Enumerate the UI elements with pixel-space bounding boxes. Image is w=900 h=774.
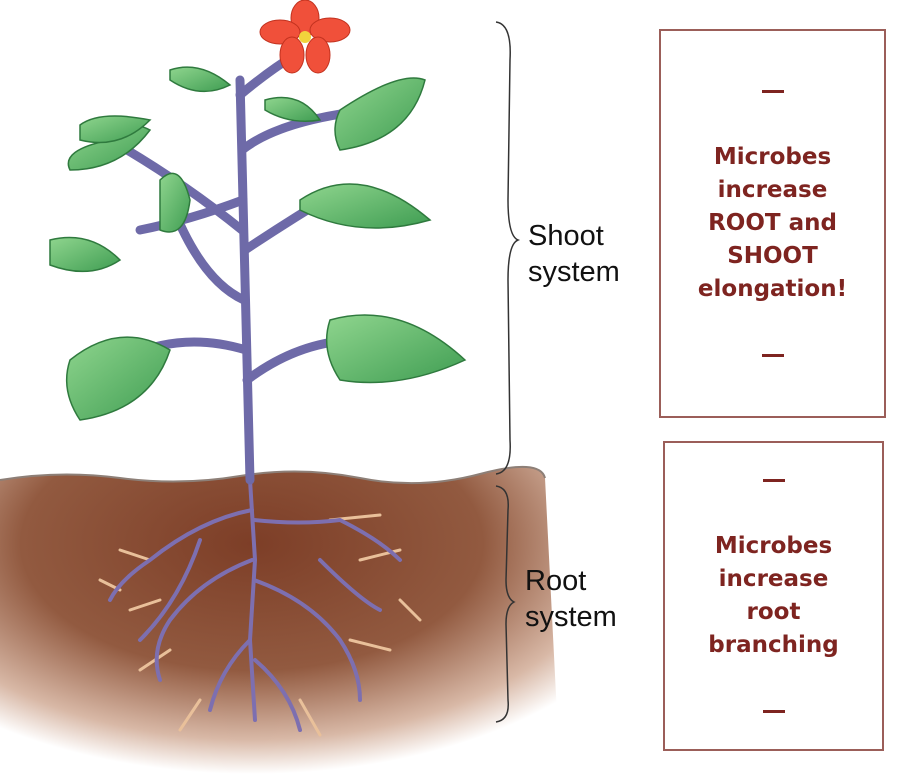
- roots: [98, 478, 422, 737]
- text-line: Microbes: [713, 144, 832, 170]
- text-line: branching: [708, 632, 839, 658]
- shoot-system-label: Shoot system: [528, 218, 620, 290]
- leaves: [49, 66, 467, 421]
- dash-divider: [761, 354, 784, 357]
- shoot-effect-box: Microbes increase ROOT and SHOOT elongat…: [659, 29, 886, 418]
- stem: [105, 50, 375, 485]
- root-effect-text: Microbes increase root branching: [708, 530, 838, 662]
- text-line: Microbes: [714, 533, 833, 559]
- root-system-label: Root system: [525, 563, 617, 635]
- shoot-effect-text: Microbes increase ROOT and SHOOT elongat…: [698, 141, 847, 306]
- text-line: increase: [718, 566, 829, 592]
- text-line: root: [746, 599, 801, 625]
- shoot-system-brace: [495, 21, 521, 475]
- text-line: increase: [717, 177, 828, 203]
- root-label-line: Root: [525, 565, 587, 597]
- shoot-label-line: system: [528, 256, 620, 288]
- root-label-line: system: [525, 601, 617, 633]
- root-effect-box: Microbes increase root branching: [663, 441, 884, 751]
- dash-divider: [762, 479, 785, 482]
- shoot-label-line: Shoot: [528, 220, 604, 252]
- dash-divider: [762, 710, 785, 713]
- root-system-brace: [495, 485, 516, 723]
- text-line: SHOOT: [727, 243, 818, 269]
- text-line: ROOT and: [708, 210, 837, 236]
- flower: [259, 0, 351, 74]
- soil: [0, 465, 560, 774]
- text-line: elongation!: [697, 276, 848, 302]
- dash-divider: [761, 90, 784, 93]
